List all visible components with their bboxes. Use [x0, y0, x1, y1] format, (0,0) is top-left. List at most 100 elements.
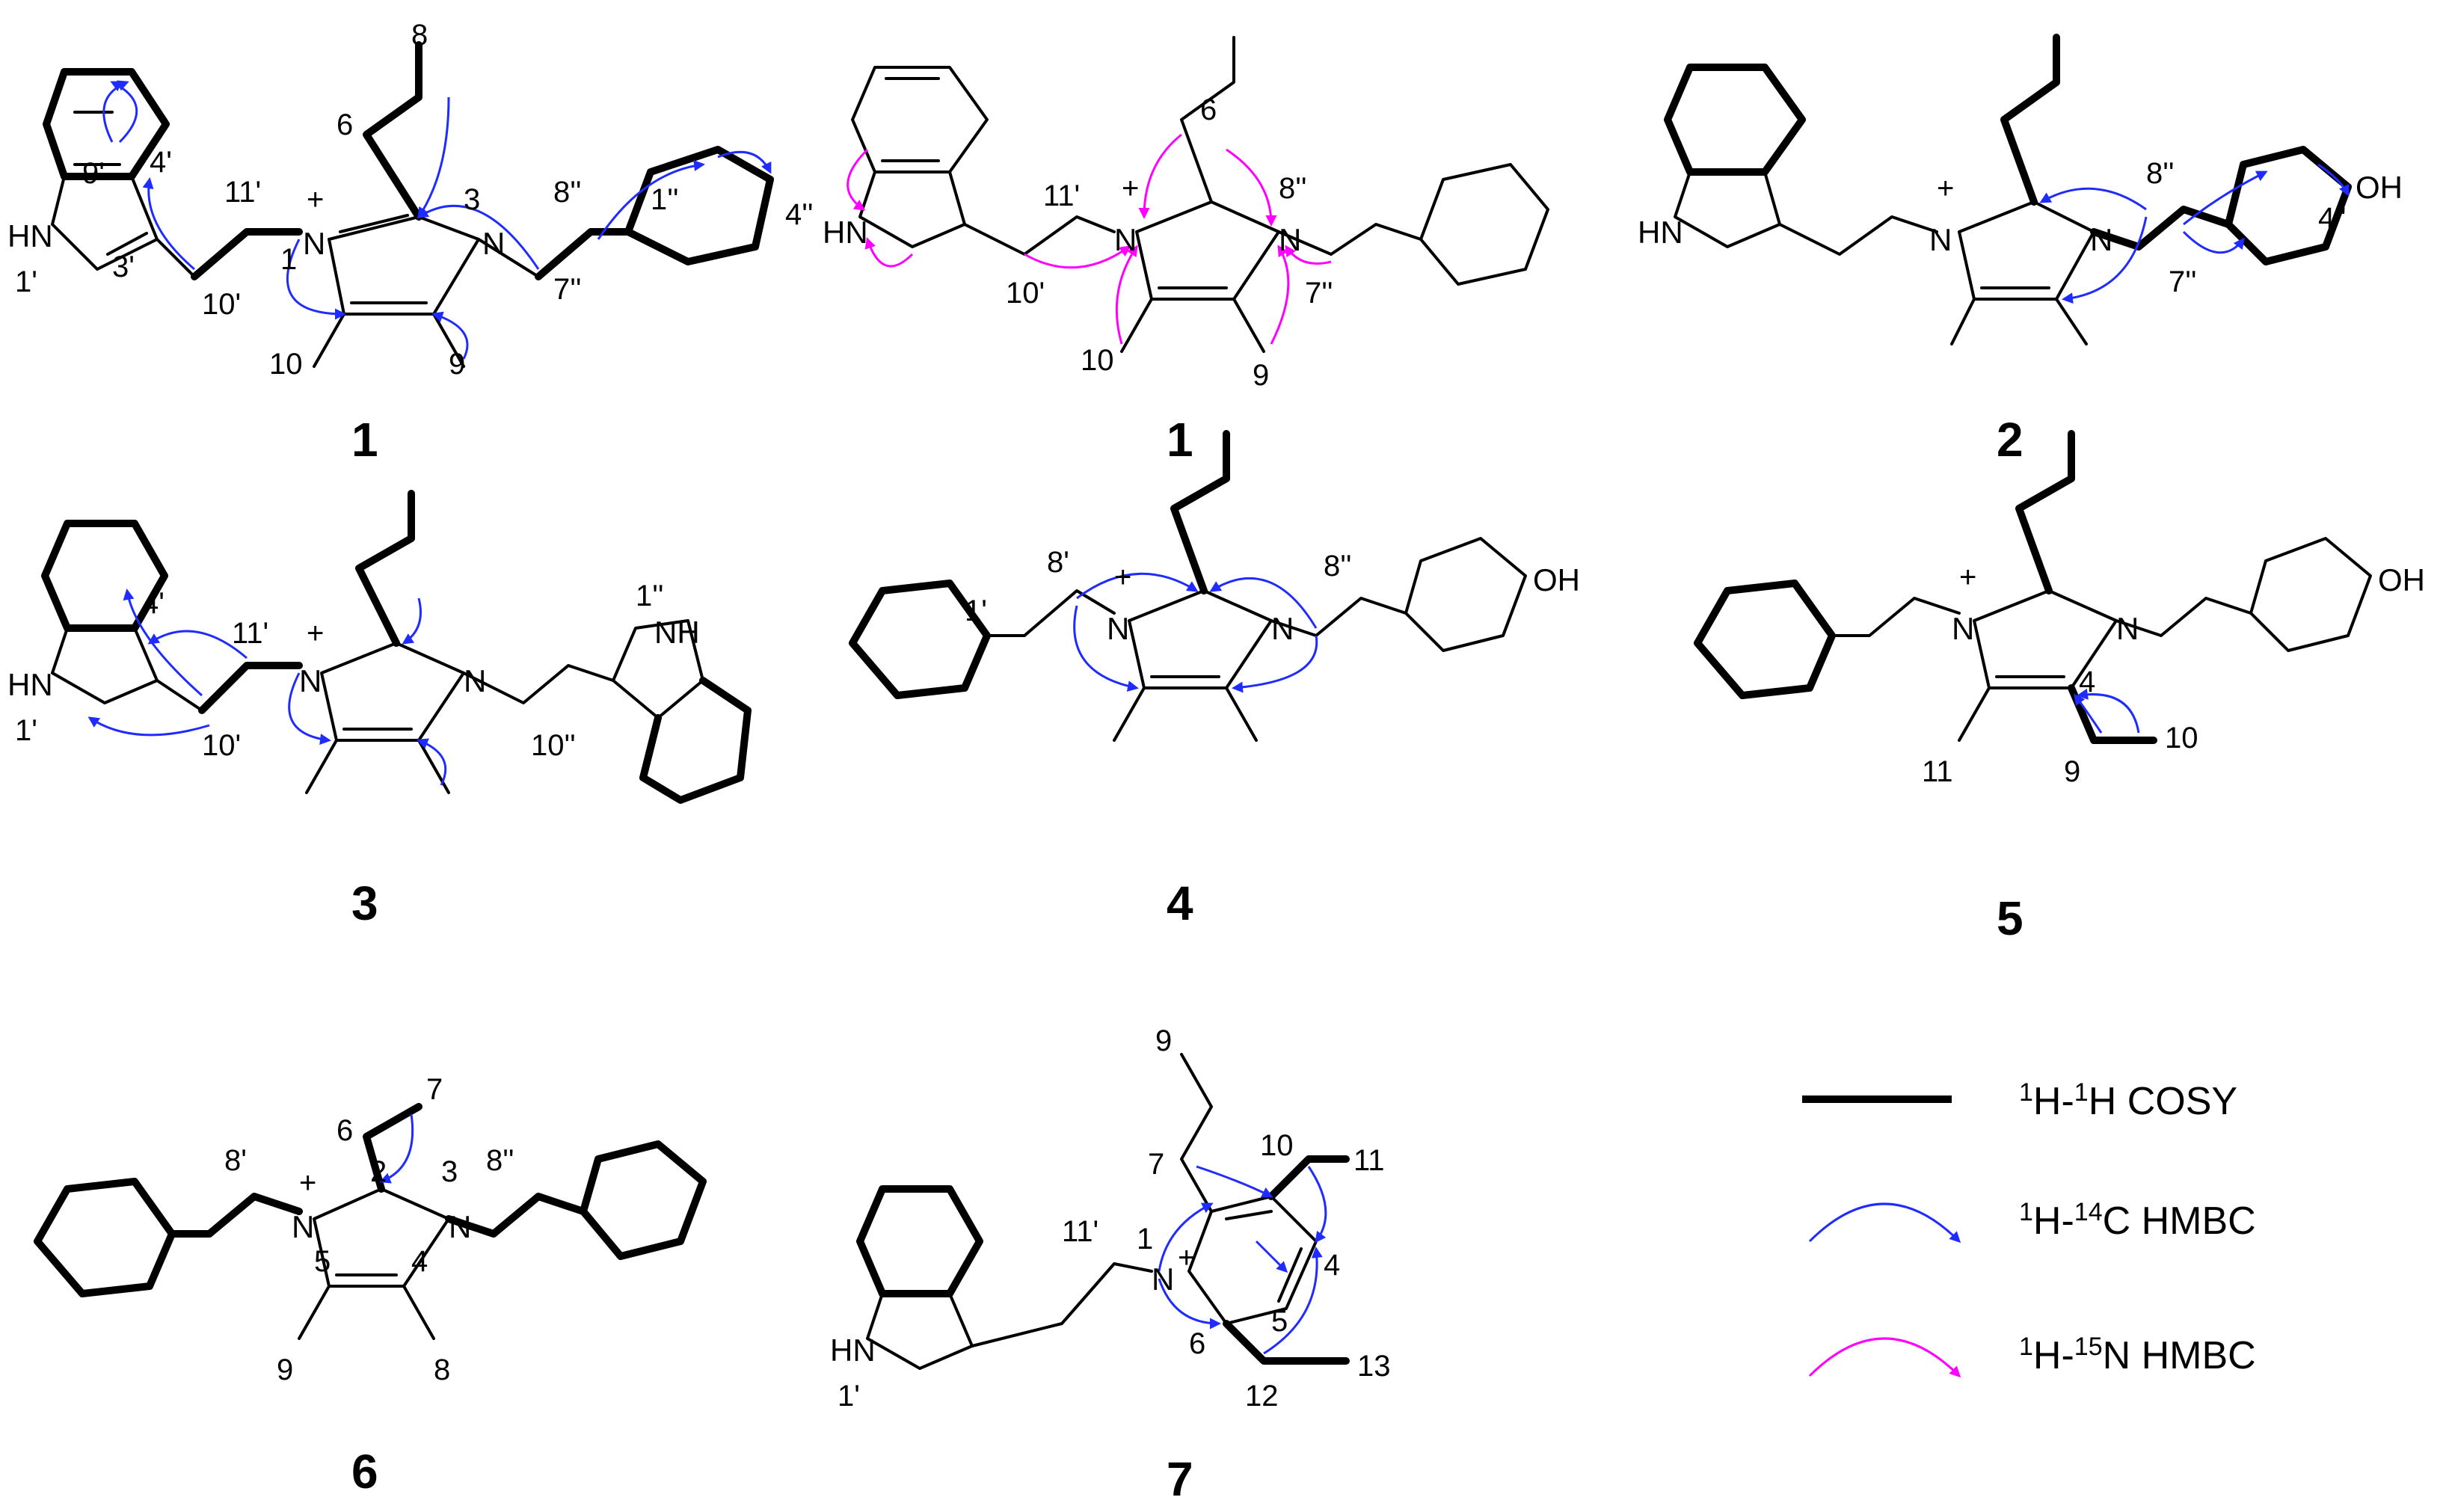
c6-label-8p: 8'	[224, 1144, 247, 1177]
c1b-atom-n1: N	[1114, 222, 1137, 257]
c2-hmbc-arrow	[2062, 216, 2148, 304]
c3-chain-cosy	[198, 662, 303, 714]
c5-propyl-cosy	[2015, 430, 2075, 594]
c6-phenyl-left	[34, 1178, 176, 1297]
c3-label-10pp: 10''	[531, 729, 576, 762]
c5-label-4: 4	[2079, 666, 2095, 698]
c7-hmbc-arrow	[1263, 1247, 1323, 1355]
c1a-atom-hn: HN	[7, 218, 53, 253]
c7-hmbc-arrow	[1307, 1166, 1327, 1244]
c1a-hmbc-arrow	[110, 81, 138, 144]
c7-label-13: 13	[1357, 1350, 1391, 1383]
c1a-phenyl-ring	[624, 146, 774, 265]
c1b-hmbc-n-arrow	[1226, 148, 1277, 227]
c7-label-4: 4	[1324, 1249, 1340, 1282]
c6-label-9: 9	[277, 1353, 293, 1386]
c3-label-1pp: 1''	[636, 580, 664, 612]
c1b-phenethyl	[1277, 223, 1422, 256]
c1b-label-10p: 10'	[1006, 277, 1045, 310]
c1a-imidazolium-double	[339, 214, 428, 304]
c4-label-8pp: 8''	[1324, 550, 1352, 583]
c1a-label-9p: 9'	[82, 157, 105, 190]
c6-label-2: 2	[370, 1155, 387, 1188]
c5-label-10: 10	[2165, 722, 2198, 755]
c7-label-11: 11	[1353, 1144, 1385, 1177]
c3-hmbc-arrow	[417, 738, 447, 786]
c7-label-12: 12	[1245, 1380, 1279, 1413]
legend-hmbc-c-label: 1H-14C HMBC	[2019, 1198, 2256, 1243]
c7-isopropyl-bottom-cosy	[1223, 1320, 1350, 1365]
c1a-phenethyl-cosy	[535, 228, 632, 280]
c2-label-7pp: 7''	[2169, 265, 2197, 298]
c1b-label-10: 10	[1081, 344, 1114, 377]
compound-id-7: 7	[1167, 1452, 1193, 1506]
c3-label-1p: 1'	[15, 714, 37, 747]
compound-2-labels: + N N HN 8'' 4'' OH 7'' 2	[1638, 157, 2403, 467]
c4-hmbc-arrow	[1073, 605, 1139, 692]
c1b-atom-n3: N	[1279, 222, 1301, 257]
c1a-label-1pp: 1''	[651, 183, 679, 216]
c1a-label-3p: 3'	[112, 251, 135, 283]
c3-propyl-cosy	[355, 490, 415, 647]
c1a-plus: +	[307, 183, 324, 216]
c3-imidazolium-ring	[320, 642, 465, 742]
compound-7	[856, 1053, 1350, 1370]
c3-hmbc-arrow	[288, 672, 331, 745]
c5-hmbc-arrow	[2077, 688, 2140, 734]
compound-id-6: 6	[351, 1445, 378, 1499]
c4-hmbc-arrow	[1209, 577, 1318, 629]
c2-propyl-cosy	[2000, 34, 2060, 206]
c4-ethyl	[1270, 597, 1407, 637]
c2-label-8pp: 8''	[2146, 157, 2175, 190]
c7-label-10: 10	[1260, 1129, 1294, 1162]
c1a-label-6: 6	[337, 108, 353, 141]
c6-label-8: 8	[434, 1353, 450, 1386]
c3-hmbc-arrow	[87, 716, 210, 737]
c1a-propyl-cosy	[363, 41, 422, 221]
legend-hmbc-c-swatch	[1808, 1202, 1961, 1244]
c1a-hmbc-arrow	[417, 204, 540, 270]
c1a-methyl-10	[313, 313, 345, 368]
c5-phenethyl	[1831, 597, 1961, 637]
c2-pyrrole-ring	[1674, 170, 1781, 248]
compound-1-hmbc-n	[846, 36, 1549, 353]
c3-label-11p: 11'	[232, 617, 268, 650]
c1b-propyl	[1180, 36, 1235, 203]
c1a-label-10p: 10'	[202, 288, 241, 321]
c4-phenol-ring	[1404, 537, 1527, 652]
c1a-label-9: 9	[449, 348, 465, 381]
c2-benzene-ring	[1664, 64, 1806, 176]
compound-id-1b: 1	[1167, 413, 1193, 467]
c7-hmbc-arrow	[1255, 1240, 1288, 1273]
c4-hmbc-arrow	[1232, 635, 1318, 693]
c6-imidazolium-ring	[313, 1187, 450, 1288]
c5-ethyl-n3	[2115, 597, 2252, 637]
c6-label-4: 4	[411, 1245, 428, 1278]
c7-chain	[971, 1262, 1153, 1347]
c3-indole2-pyrrole	[612, 619, 704, 719]
c7-benzene-ring	[856, 1185, 983, 1297]
c7-atom-n1: N	[1152, 1261, 1174, 1297]
c7-pyridinium-double	[1225, 1210, 1303, 1303]
c6-hmbc-arrow	[379, 1113, 414, 1184]
c1b-label-11p: 11'	[1043, 179, 1080, 212]
c1a-label-11p: 11'	[224, 176, 261, 209]
c6-atom-n1: N	[292, 1209, 314, 1244]
c2-atom-hn: HN	[1638, 215, 1683, 250]
c1a-hmbc-arrow	[597, 160, 705, 240]
c1a-atom-n1: N	[303, 226, 325, 261]
c3-atom-n1: N	[299, 663, 322, 698]
c3-atom-n3: N	[464, 663, 486, 698]
c1a-n3-link	[477, 238, 540, 278]
c7-label-9: 9	[1155, 1024, 1172, 1057]
c2-plus: +	[1937, 172, 1954, 205]
legend: 1H-1H COSY 1H-14C HMBC 1H-15N HMBC	[1802, 1078, 2256, 1378]
c3-hmbc-arrow	[147, 630, 248, 660]
c1a-label-8pp: 8''	[553, 176, 582, 209]
c4-plus: +	[1114, 561, 1131, 594]
c6-label-7: 7	[426, 1073, 443, 1106]
legend-hmbc-n-swatch	[1808, 1337, 1961, 1378]
c1b-phenyl-ring	[1419, 163, 1549, 286]
compound-id-3: 3	[351, 876, 378, 930]
c7-label-5: 5	[1271, 1305, 1288, 1338]
